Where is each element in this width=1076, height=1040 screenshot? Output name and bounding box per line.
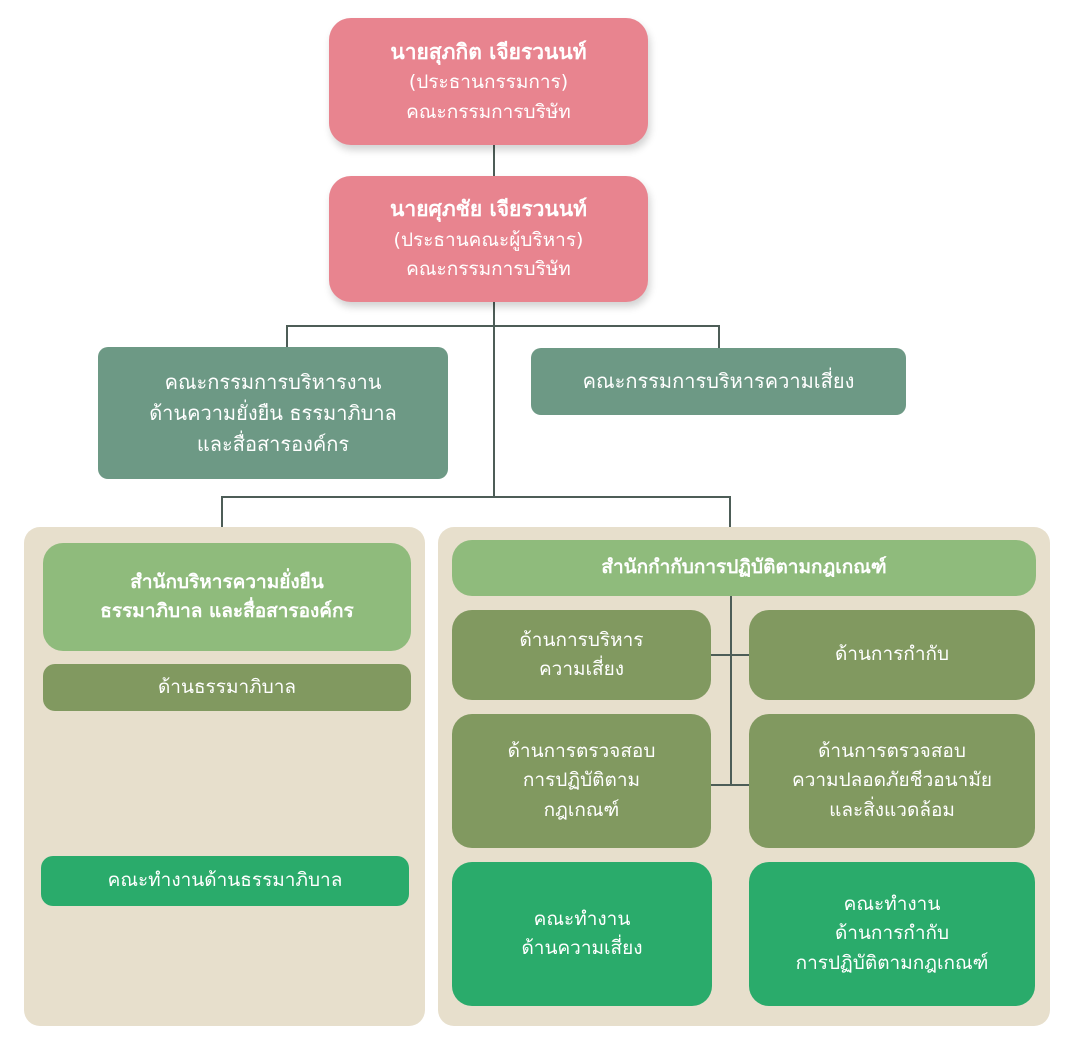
label: ด้านการกำกับ (834, 922, 950, 945)
ceo-name: นายศุภชัย เจียรวนนท์ (390, 197, 587, 222)
label: ความปลอดภัยชีวอนามัย (792, 769, 992, 792)
chairman-board: คณะกรรมการบริษัท (406, 100, 571, 123)
risk-working-group-box: คณะทำงาน ด้านความเสี่ยง (452, 862, 712, 1006)
ceo-box: นายศุภชัย เจียรวนนท์ (ประธานคณะผู้บริหาร… (329, 176, 648, 302)
chairman-name: นายสุภกิต เจียรวนนท์ (390, 39, 587, 64)
connector-line (729, 496, 731, 527)
chairman-title: (ประธานกรรมการ) (408, 71, 569, 94)
label: และสิ่งแวดล้อม (829, 798, 955, 821)
risk-management-box: ด้านการบริหาร ความเสี่ยง (452, 610, 711, 700)
label: ด้านการตรวจสอบ (507, 739, 656, 762)
label: คณะกรรมการบริหารความเสี่ยง (582, 369, 855, 393)
label: ด้านความยั่งยืน ธรรมาภิบาล (149, 400, 397, 425)
label: และสื่อสารองค์กร (196, 431, 350, 456)
governance-box: ด้านธรรมาภิบาล (43, 664, 411, 711)
compliance-working-group-box: คณะทำงาน ด้านการกำกับ การปฏิบัติตามกฎเกณ… (749, 862, 1035, 1006)
connector-line (493, 302, 495, 497)
label: ธรรมาภิบาล และสื่อสารองค์กร (100, 600, 354, 622)
label: คณะทำงาน (843, 892, 941, 915)
chairman-box: นายสุภกิต เจียรวนนท์ (ประธานกรรมการ) คณะ… (329, 18, 648, 145)
connector-line (221, 496, 223, 527)
sustainability-committee-box: คณะกรรมการบริหารงาน ด้านความยั่งยืน ธรรม… (98, 347, 448, 479)
label: คณะทำงาน (533, 907, 631, 930)
label: การปฏิบัติตามกฎเกณฑ์ (795, 951, 989, 974)
connector-line (493, 145, 495, 176)
left-office-title: สำนักบริหารความยั่งยืน ธรรมาภิบาล และสื่… (43, 543, 411, 651)
label: สำนักบริหารความยั่งยืน (130, 570, 324, 593)
governance-working-group-box: คณะทำงานด้านธรรมาภิบาล (41, 856, 409, 906)
label: กฎเกณฑ์ (543, 798, 620, 821)
label: ด้านการตรวจสอบ (818, 739, 966, 762)
label: ด้านการบริหาร (519, 628, 644, 651)
label: สำนักกำกับการปฏิบัติตามกฎเกณฑ์ (601, 556, 887, 579)
label: ด้านความเสี่ยง (521, 937, 643, 959)
compliance-audit-box: ด้านการตรวจสอบ การปฏิบัติตาม กฎเกณฑ์ (452, 714, 711, 848)
risk-committee-box: คณะกรรมการบริหารความเสี่ยง (531, 348, 906, 415)
label: ด้านธรรมาภิบาล (157, 675, 297, 698)
safety-audit-box: ด้านการตรวจสอบ ความปลอดภัยชีวอนามัย และส… (749, 714, 1035, 848)
ceo-title: (ประธานคณะผู้บริหาร) (393, 228, 584, 251)
label: ด้านการกำกับ (834, 643, 950, 666)
ceo-board: คณะกรรมการบริษัท (406, 258, 571, 281)
right-office-title: สำนักกำกับการปฏิบัติตามกฎเกณฑ์ (452, 540, 1036, 596)
connector-line (711, 784, 749, 786)
regulation-box: ด้านการกำกับ (749, 610, 1035, 700)
connector-line (286, 325, 288, 347)
label: การปฏิบัติตาม (522, 769, 641, 792)
connector-line (286, 325, 720, 327)
connector-line (730, 596, 732, 786)
label: คณะทำงานด้านธรรมาภิบาล (107, 869, 343, 892)
connector-line (221, 496, 731, 498)
label: ความเสี่ยง (538, 658, 625, 680)
connector-line (711, 654, 749, 656)
label: คณะกรรมการบริหารงาน (164, 369, 382, 394)
connector-line (718, 325, 720, 348)
